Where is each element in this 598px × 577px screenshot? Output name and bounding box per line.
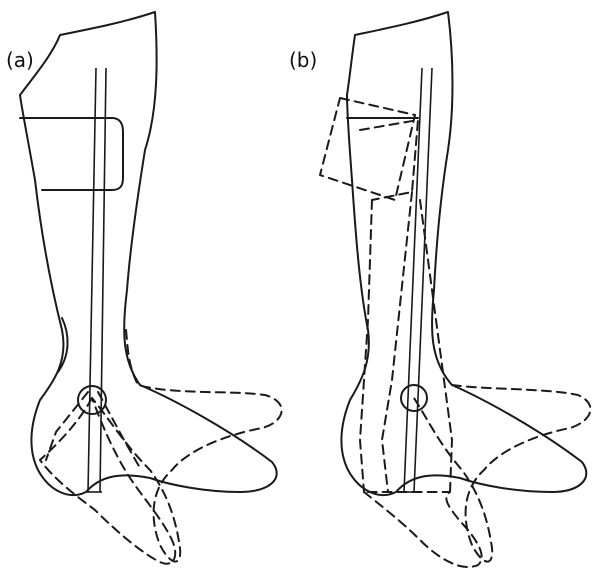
panel-b-dashed-cuff-inner bbox=[360, 120, 418, 200]
panel-b-label: (b) bbox=[289, 50, 317, 70]
panel-a-leg-outline bbox=[20, 12, 277, 495]
panel-a-orthosis-bar-left bbox=[88, 68, 96, 492]
panel-b-dashed-foot-plantarflexed bbox=[364, 492, 482, 567]
panel-a-label: (a) bbox=[6, 50, 34, 70]
panel-b-dashed-shank-middle bbox=[382, 192, 412, 492]
panel-b-leg-outline bbox=[341, 12, 586, 495]
panel-a-dashed-shank bbox=[46, 392, 140, 468]
panel-b-drawing bbox=[320, 12, 590, 567]
panel-b-dashed-cuff-tilted bbox=[320, 98, 415, 200]
panel-a-dashed-foot-dorsiflexed bbox=[92, 330, 282, 562]
panel-a-dashed-foot-plantarflexed bbox=[40, 398, 175, 564]
panel-a-drawing bbox=[20, 12, 282, 564]
panel-b-orthosis-bar-right bbox=[414, 68, 432, 492]
panel-b-orthosis-bar-left bbox=[404, 68, 422, 492]
panel-b-dashed-shank-left bbox=[360, 200, 372, 492]
